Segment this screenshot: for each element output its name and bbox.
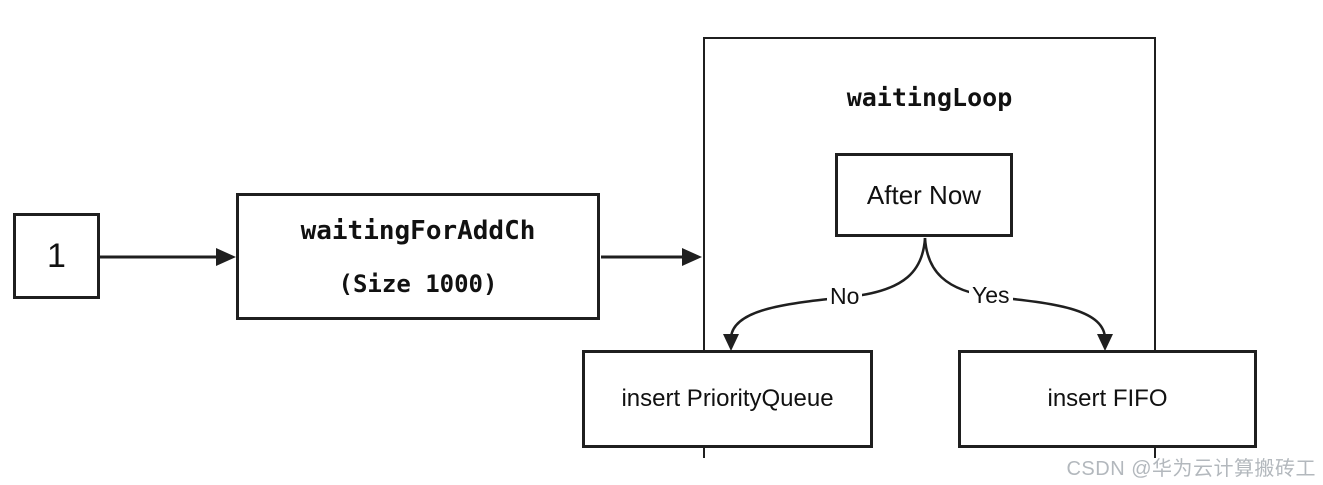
arrowhead-right-icon [216,248,236,266]
node-after-now-label: After Now [866,179,982,210]
node-waiting-for-add-ch-title: waitingForAddCh [300,215,536,246]
node-waiting-for-add-ch: waitingForAddCh (Size 1000) [236,193,600,320]
node-insert-priority-queue-label: insert PriorityQueue [621,385,834,412]
node-insert-fifo-label: insert FIFO [1047,385,1168,412]
node-start: 1 [13,213,100,299]
node-after-now: After Now [835,153,1013,237]
csdn-watermark: CSDN @华为云计算搬砖工 [1066,458,1316,480]
edge-label-yes: Yes [969,282,1013,308]
edge-label-no: No [827,283,863,309]
waiting-loop-container [703,37,1156,458]
node-start-label: 1 [47,236,66,275]
node-insert-fifo: insert FIFO [958,350,1257,448]
waiting-loop-title: waitingLoop [846,83,1013,112]
arrow-waitch-to-loop [601,248,702,266]
arrow-start-to-waitch [100,248,236,266]
node-waiting-for-add-ch-size: (Size 1000) [338,269,498,298]
arrowhead-right-icon [682,248,702,266]
node-insert-priority-queue: insert PriorityQueue [582,350,873,448]
